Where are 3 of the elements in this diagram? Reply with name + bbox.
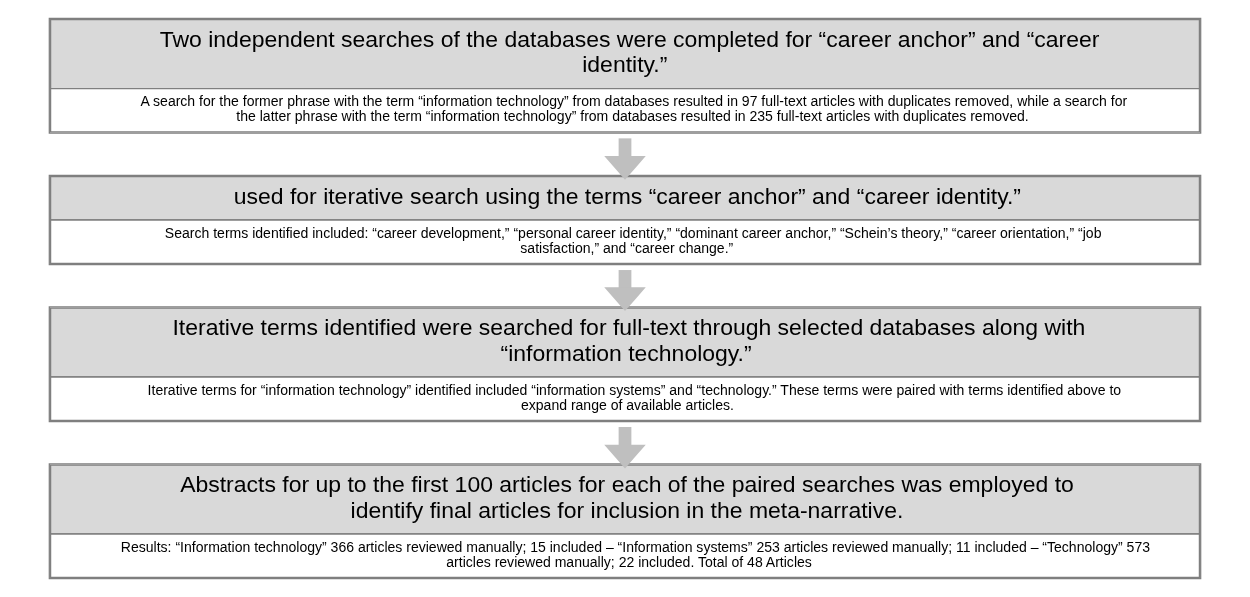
arrow [604, 270, 646, 312]
arrow [604, 138, 646, 180]
arrow [604, 427, 646, 469]
